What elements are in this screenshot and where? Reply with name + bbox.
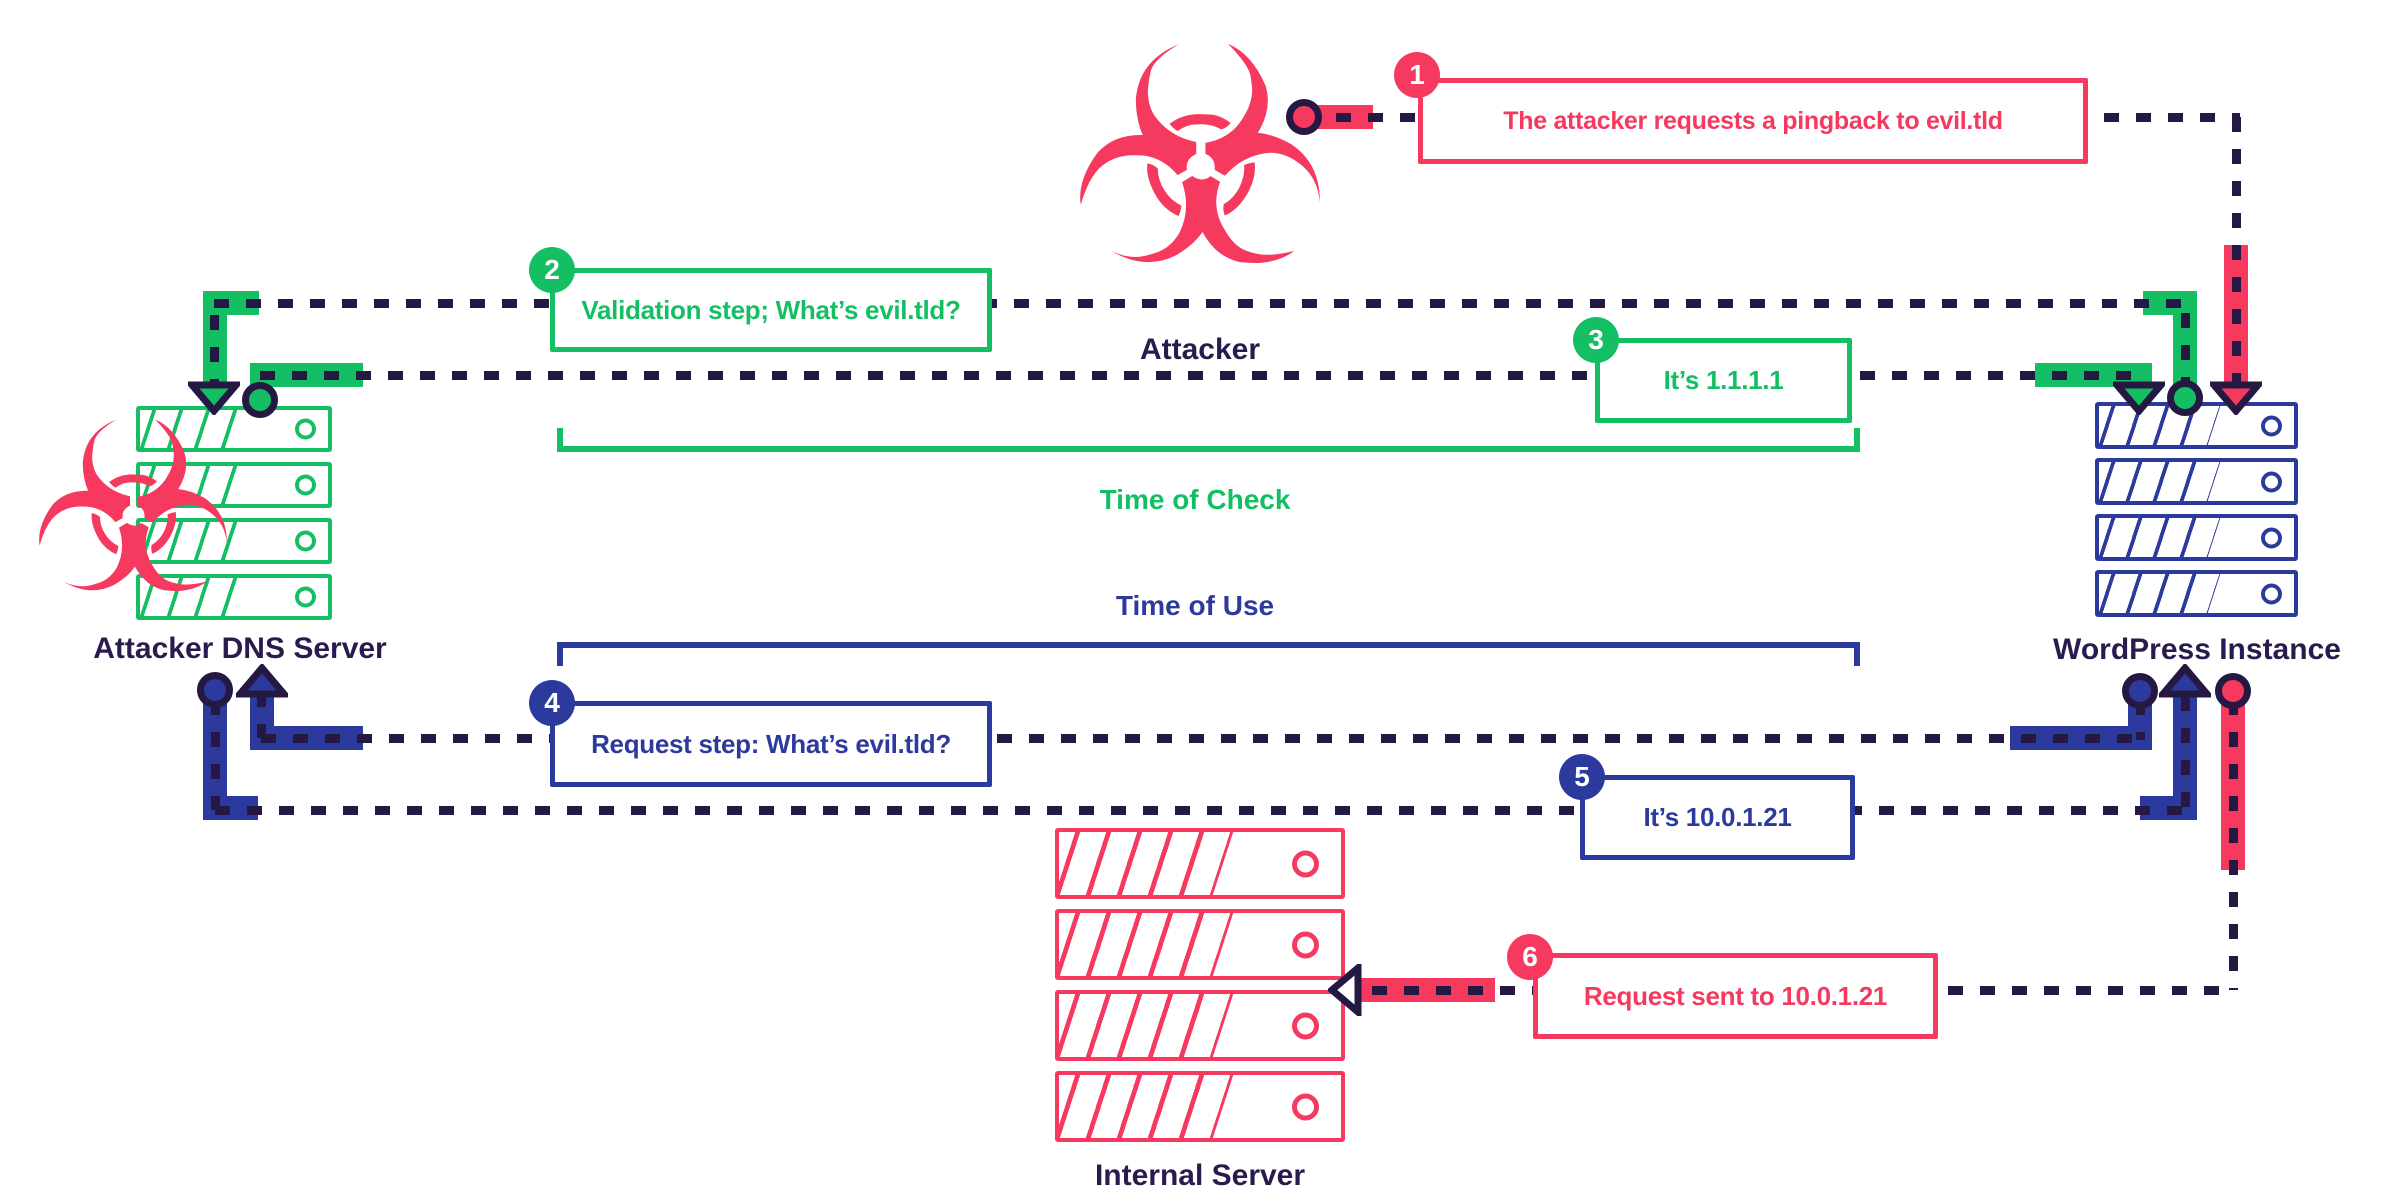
step6-text: Request sent to 10.0.1.21 — [1583, 980, 1888, 1011]
step2-line-drop-wordpress — [2181, 313, 2190, 393]
server-row — [136, 574, 332, 620]
time-of-use-bracket-tick-left — [557, 642, 563, 666]
server-row — [2095, 458, 2298, 505]
time-of-check-bracket-tick-left — [557, 428, 563, 452]
server-row — [1055, 828, 1345, 899]
server-led-icon — [2261, 415, 2282, 436]
arrowhead-step5-icon — [2159, 664, 2211, 698]
step5-callout: It’s 10.0.1.21 — [1580, 775, 1855, 860]
step6-badge: 6 — [1507, 934, 1553, 980]
step4-line-drop-wordpress — [2136, 700, 2145, 740]
server-stripes — [1059, 832, 1235, 895]
server-led-icon — [2261, 583, 2282, 604]
server-row — [136, 406, 332, 452]
wordpress-instance-server — [2095, 402, 2298, 617]
server-row — [2095, 570, 2298, 617]
step6-line-vertical — [2229, 700, 2238, 990]
server-row — [136, 518, 332, 564]
origin-dot-step3 — [242, 382, 278, 418]
server-led-icon — [1292, 931, 1319, 958]
arrowhead-step3-icon — [2113, 381, 2165, 415]
arrowhead-step2-icon — [188, 381, 240, 415]
attacker-biohazard-icon: ☣ — [1065, 0, 1335, 334]
origin-dot-step1 — [1286, 99, 1322, 135]
step2-text: Validation step; What’s evil.tld? — [581, 294, 961, 325]
origin-dot-step2 — [2167, 380, 2203, 416]
step1-text: The attacker requests a pingback to evil… — [1503, 106, 2003, 135]
server-stripes — [1059, 994, 1235, 1057]
server-stripes — [2099, 574, 2222, 613]
step5-badge: 5 — [1559, 754, 1605, 800]
server-stripes — [1059, 913, 1235, 976]
arrowhead-step4-icon — [236, 664, 288, 698]
step5-line-rise-wordpress — [2181, 696, 2190, 810]
server-led-icon — [1292, 1012, 1319, 1039]
server-stripes — [2099, 462, 2222, 501]
server-row — [2095, 402, 2298, 449]
step6-callout: Request sent to 10.0.1.21 — [1533, 953, 1938, 1039]
step5-line — [215, 806, 2185, 815]
time-of-use-label: Time of Use — [1115, 590, 1275, 621]
server-led-icon — [2261, 527, 2282, 548]
server-row — [1055, 909, 1345, 980]
attacker-dns-server — [136, 406, 332, 620]
step2-line-drop-dns — [210, 315, 219, 393]
step5-text: It’s 10.0.1.21 — [1643, 802, 1792, 832]
time-of-use-bracket — [557, 642, 1860, 648]
step2-callout: Validation step; What’s evil.tld? — [550, 268, 992, 352]
time-of-use-bracket-tick-right — [1854, 642, 1860, 666]
origin-dot-step4 — [2122, 673, 2158, 709]
server-led-icon — [295, 530, 316, 552]
server-stripes — [1059, 1075, 1235, 1138]
server-row — [1055, 1071, 1345, 1142]
attacker-dns-server-label: Attacker DNS Server — [93, 632, 387, 665]
step4-line — [261, 734, 2140, 743]
step3-callout: It’s 1.1.1.1 — [1595, 338, 1852, 423]
step4-line-rise-dns — [257, 692, 266, 738]
server-stripes — [2099, 518, 2222, 557]
step3-badge: 3 — [1573, 317, 1619, 363]
step3-text: It’s 1.1.1.1 — [1663, 365, 1784, 395]
server-row — [2095, 514, 2298, 561]
step4-badge: 4 — [529, 680, 575, 726]
internal-server-label: Internal Server — [1094, 1159, 1306, 1192]
server-led-icon — [295, 586, 316, 608]
server-led-icon — [295, 418, 316, 440]
step1-line-vertical — [2232, 117, 2241, 402]
server-row — [1055, 990, 1345, 1061]
server-led-icon — [2261, 471, 2282, 492]
time-of-check-bracket-tick-right — [1854, 428, 1860, 452]
arrowhead-step6-icon — [1328, 964, 1362, 1016]
step3-line — [260, 371, 2140, 380]
step5-line-drop-dns — [211, 700, 220, 810]
internal-server — [1055, 828, 1345, 1142]
step1-badge: 1 — [1394, 52, 1440, 98]
origin-dot-step5 — [197, 672, 233, 708]
origin-dot-step6 — [2215, 673, 2251, 709]
arrowhead-step1-icon — [2210, 381, 2262, 415]
time-of-check-label: Time of Check — [1099, 484, 1291, 515]
time-of-check-bracket — [557, 446, 1860, 452]
server-led-icon — [1292, 1093, 1319, 1120]
step1-callout: The attacker requests a pingback to evil… — [1418, 78, 2088, 164]
step4-callout: Request step: What’s evil.tld? — [550, 701, 992, 787]
wordpress-instance-label: WordPress Instance — [2053, 633, 2341, 666]
server-row — [136, 462, 332, 508]
attacker-label: Attacker — [1139, 333, 1261, 366]
step2-badge: 2 — [529, 247, 575, 293]
server-led-icon — [295, 474, 316, 496]
step4-text: Request step: What’s evil.tld? — [591, 728, 951, 759]
step2-line — [214, 299, 2185, 308]
dns-biohazard-icon: ☣ — [27, 374, 239, 647]
server-led-icon — [1292, 850, 1319, 877]
